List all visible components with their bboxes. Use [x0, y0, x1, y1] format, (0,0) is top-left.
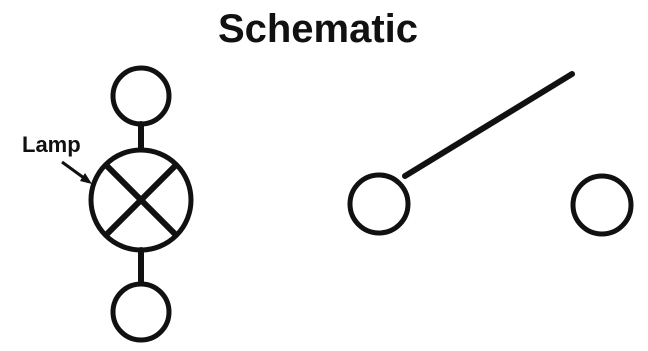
- switch-contact-terminal: [570, 173, 634, 237]
- lamp-label: Lamp: [22, 132, 81, 157]
- lamp-bottom-terminal: [110, 281, 172, 343]
- lamp-cross-line-2: [104, 163, 178, 237]
- lamp-label-arrowhead: [80, 173, 92, 184]
- switch-pivot-terminal: [347, 172, 411, 236]
- switch-lever: [402, 71, 575, 179]
- lamp-callout: Lamp: [22, 132, 92, 184]
- lamp-assembly: [88, 65, 194, 343]
- lamp-label-arrow-shaft: [61, 160, 85, 180]
- switch-assembly: [347, 71, 634, 237]
- diagram-title: Schematic: [218, 7, 418, 51]
- lamp-top-terminal: [110, 65, 172, 127]
